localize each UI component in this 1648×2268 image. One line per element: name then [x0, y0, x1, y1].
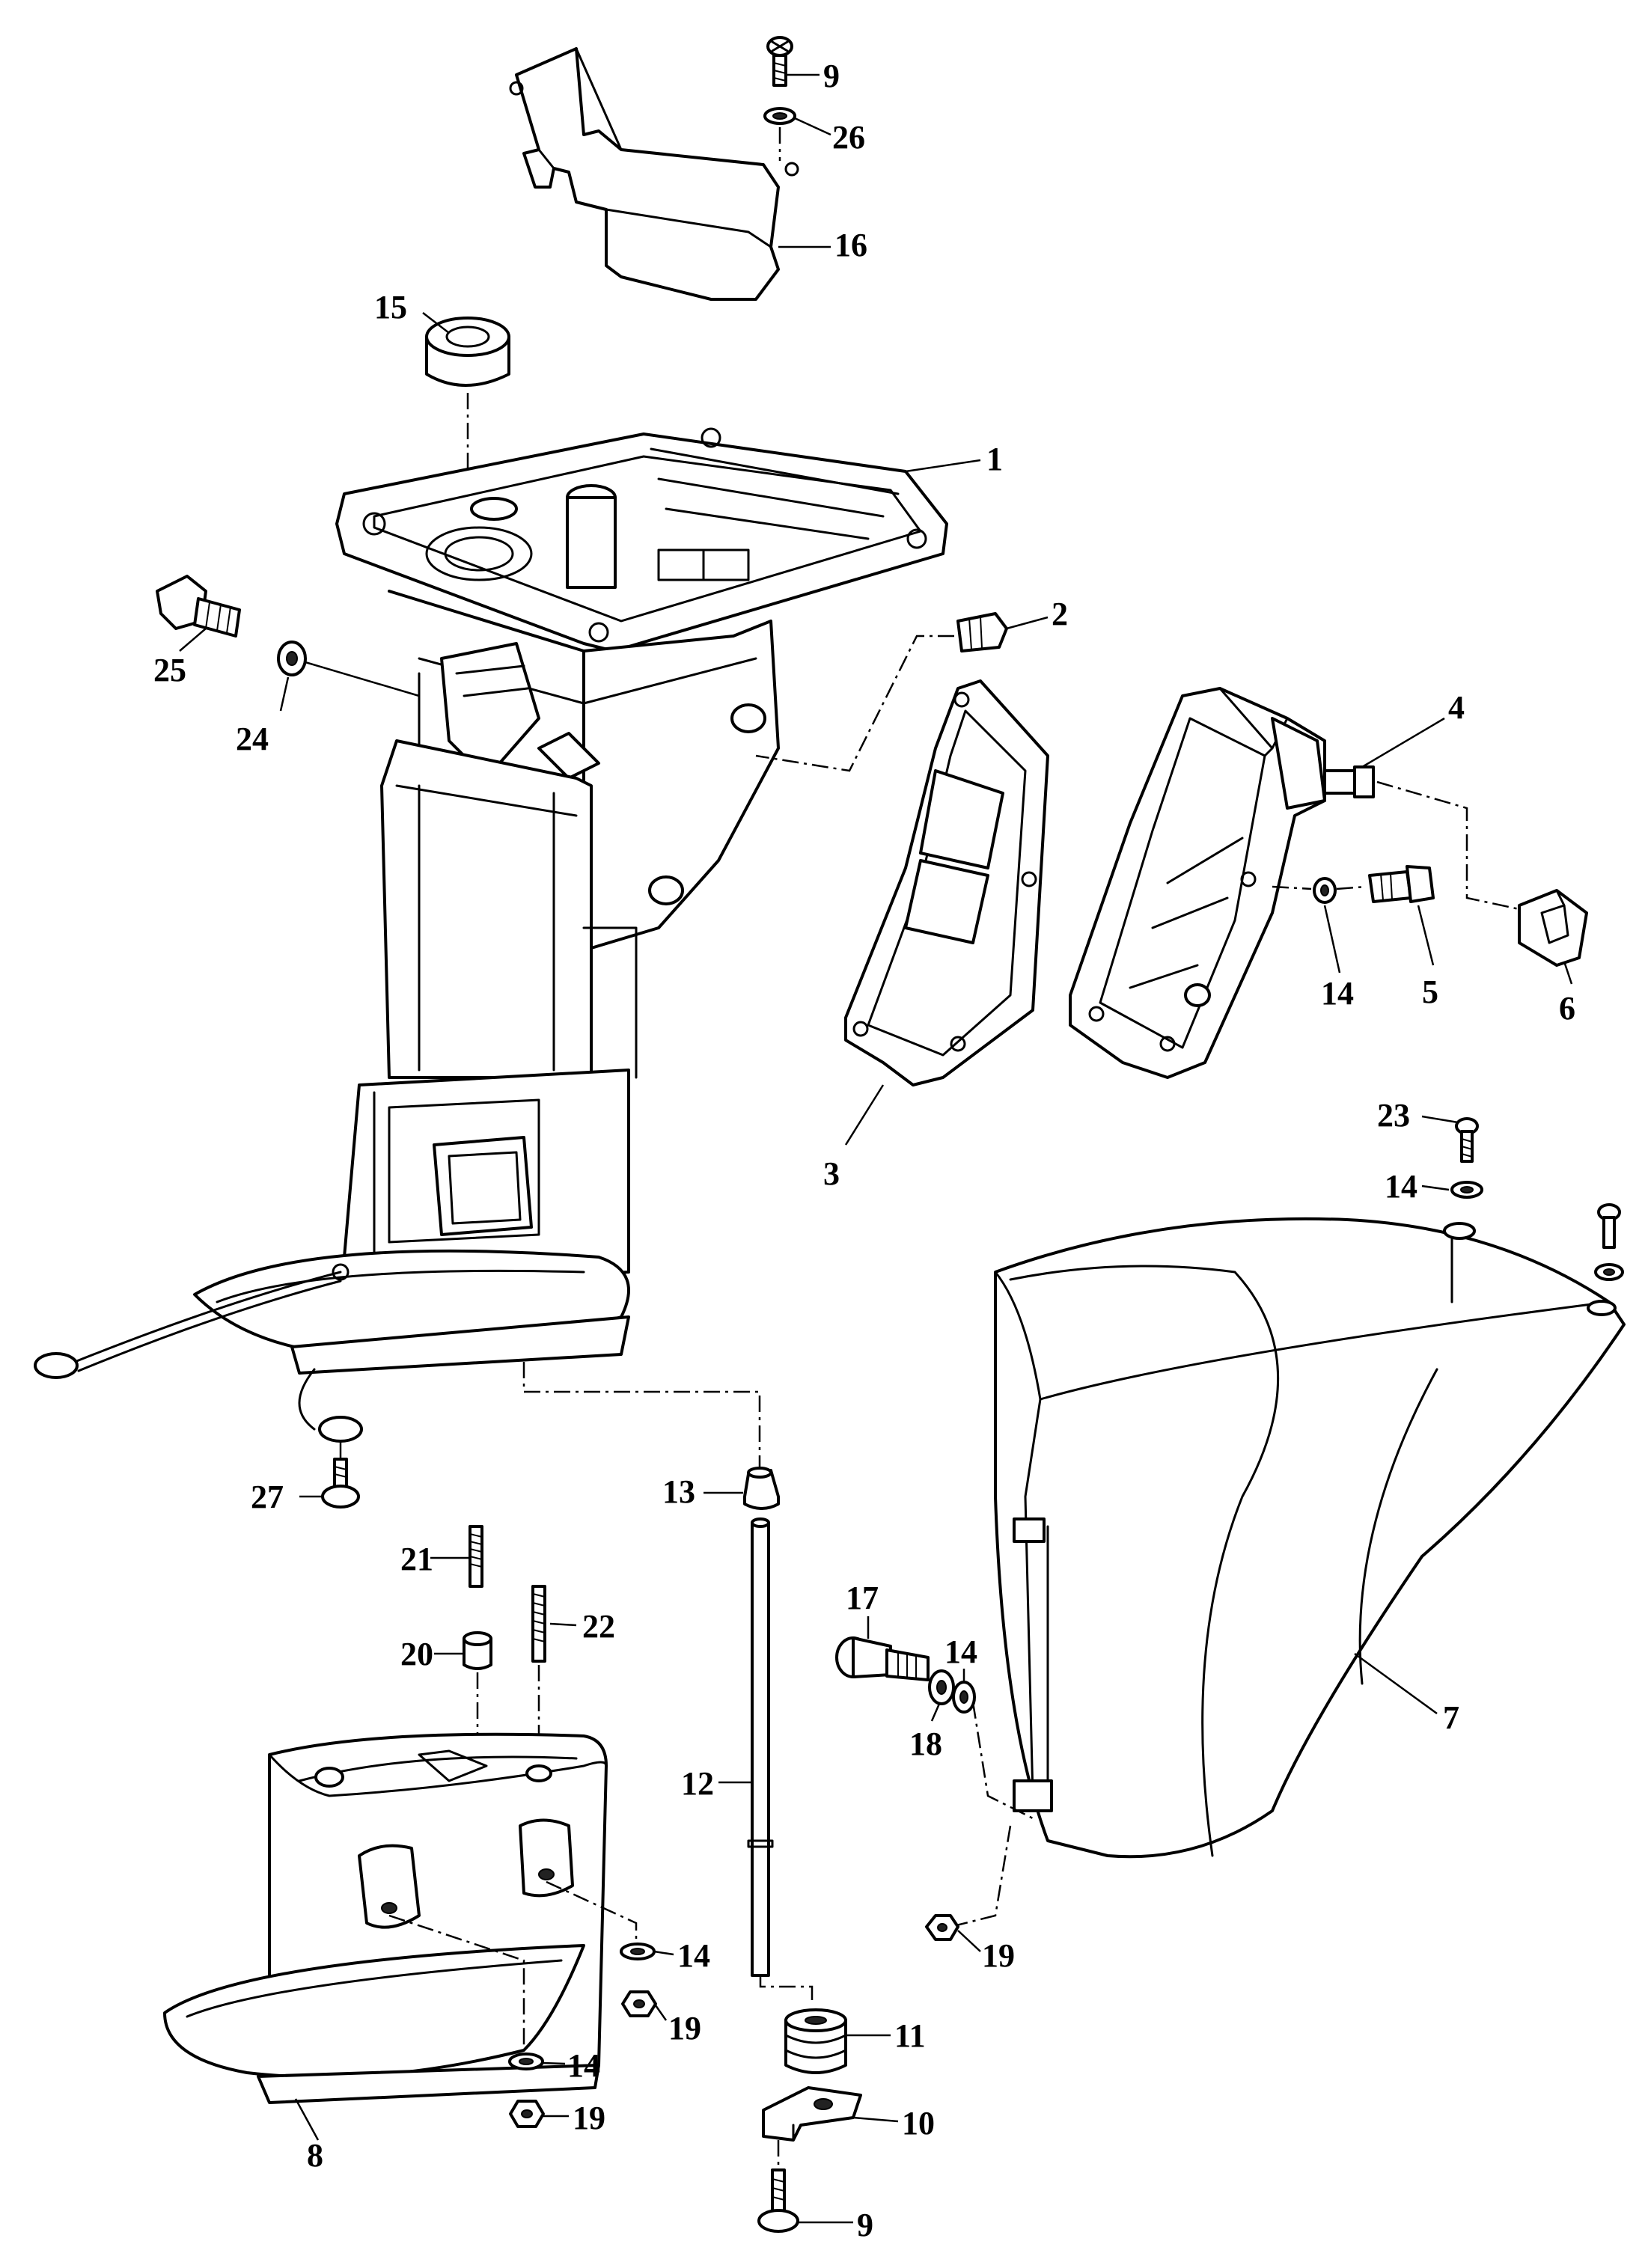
part-14-washer-b — [1450, 1181, 1483, 1199]
part-26-washer — [763, 107, 796, 125]
part-19-nut-c — [509, 2100, 545, 2128]
callout-15: 15 — [374, 289, 407, 325]
part-10-clip — [762, 2086, 862, 2142]
axis-line — [1376, 780, 1520, 911]
callout-12: 12 — [681, 1765, 714, 1802]
callout-16: 16 — [834, 227, 867, 263]
part-18-washer — [928, 1669, 955, 1705]
callout-25: 25 — [153, 652, 186, 688]
callout-14: 14 — [944, 1633, 977, 1670]
part-20-collar — [463, 1631, 492, 1670]
screw-right — [1594, 1203, 1624, 1281]
part-14-washer-a — [1313, 877, 1337, 904]
callout-5: 5 — [1422, 973, 1438, 1010]
callout-24: 24 — [236, 721, 269, 757]
part-21-stud — [469, 1525, 483, 1588]
callout-27: 27 — [251, 1479, 284, 1515]
ground-wire — [34, 1271, 363, 1443]
callout-17: 17 — [846, 1580, 879, 1616]
part-27-screw — [321, 1441, 360, 1509]
part-14-washer-e — [508, 2052, 544, 2070]
part-17-bolt — [835, 1636, 930, 1681]
part-24-washer — [277, 641, 307, 676]
callout-14: 14 — [677, 1937, 710, 1974]
part-6-block — [1518, 889, 1588, 967]
part-9-screw-bottom — [757, 2168, 799, 2233]
callout-10: 10 — [902, 2105, 935, 2142]
callout-2: 2 — [1052, 596, 1068, 632]
callout-18: 18 — [909, 1726, 942, 1762]
part-8-lower-casing — [163, 1732, 608, 2104]
part-25-bolt — [156, 575, 241, 638]
axis-line — [759, 1975, 814, 2005]
part-19-nut-b — [621, 1990, 657, 2017]
callout-26: 26 — [832, 119, 865, 156]
leader-line — [305, 661, 420, 697]
part-5-bolt — [1368, 865, 1435, 903]
callout-9: 9 — [823, 58, 840, 94]
callout-14: 14 — [1385, 1168, 1417, 1205]
axis-line — [755, 635, 954, 772]
callout-23: 23 — [1377, 1097, 1410, 1134]
part-19-nut-a — [925, 1914, 959, 1941]
part-14-washer-c — [952, 1681, 976, 1714]
part-16-bracket-cover — [509, 47, 799, 301]
axis-line — [1272, 885, 1367, 890]
callout-22: 22 — [582, 1608, 615, 1645]
axis-line — [522, 1362, 761, 1467]
part-14-washer-d — [620, 1943, 656, 1960]
part-9-screw-top — [766, 36, 793, 87]
axis-line — [388, 1914, 525, 2050]
callout-19: 19 — [668, 2010, 701, 2047]
part-12-shaft — [747, 1517, 774, 1977]
leader-lines — [179, 73, 1573, 2224]
callout-11: 11 — [894, 2017, 926, 2054]
callout-7: 7 — [1443, 1699, 1459, 1736]
callout-21: 21 — [400, 1541, 433, 1577]
part-23-screw — [1455, 1117, 1479, 1163]
part-7-cover — [994, 1217, 1626, 1859]
callout-3: 3 — [823, 1155, 840, 1192]
part-2-plug — [956, 612, 1008, 652]
callout-14: 14 — [567, 2047, 600, 2084]
part-4-swivel-bracket — [1069, 687, 1375, 1079]
part-13-cap — [743, 1467, 780, 1510]
axis-line — [950, 1825, 1012, 1928]
axis-line — [971, 1702, 1034, 1820]
callout-4: 4 — [1448, 689, 1465, 726]
axis-line — [546, 1880, 638, 1942]
part-1-drive-shaft-housing — [193, 427, 948, 1375]
callout-19: 19 — [982, 1937, 1015, 1974]
callout-19: 19 — [573, 2100, 605, 2136]
callout-9: 9 — [857, 2207, 873, 2243]
callout-14: 14 — [1321, 975, 1354, 1012]
part-15-bushing — [425, 317, 510, 387]
callout-1: 1 — [986, 441, 1003, 477]
callout-8: 8 — [307, 2137, 323, 2174]
axis-line — [476, 1665, 540, 1743]
part-3-gasket — [844, 679, 1049, 1086]
callout-6: 6 — [1559, 990, 1575, 1027]
callout-20: 20 — [400, 1636, 433, 1672]
part-11-grommet — [784, 2008, 847, 2074]
part-22-stud — [531, 1585, 546, 1663]
callout-labels: 9 26 16 15 1 2 25 24 4 14 5 6 3 23 14 27… — [153, 58, 1575, 2243]
callout-13: 13 — [662, 1473, 695, 1510]
